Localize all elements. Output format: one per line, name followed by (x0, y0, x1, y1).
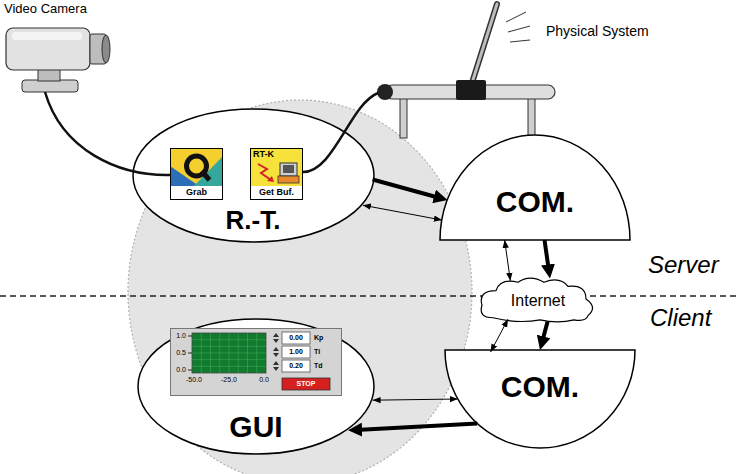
grab-icon: Grab (170, 148, 223, 200)
link-arrow (363, 205, 442, 220)
node-label: COM. (496, 185, 574, 218)
node-label: R.-T. (226, 206, 281, 235)
data-flow-arrow (373, 180, 440, 198)
node-label: GUI (229, 410, 282, 443)
link-arrow (505, 240, 511, 281)
video-camera (6, 28, 110, 92)
data-flow-arrow (545, 240, 549, 270)
server-label: Server (648, 252, 719, 278)
panel-value: 1.00 (289, 348, 303, 356)
application-region (128, 100, 472, 474)
getbuf-icon: RT-K Get Buf. (250, 148, 303, 200)
server-com-module: COM. (440, 135, 630, 240)
physical-system (377, 4, 555, 138)
panel-value: 0.0 (259, 376, 269, 384)
panel-value: Kp (314, 334, 323, 342)
node-label: Internet (511, 292, 565, 310)
panel-value: Td (314, 362, 323, 370)
gui-module: 1.0 0.00 Kp 0.5 1.00 Ti 0.0 0.20 Td -50.0 -25.0 0.0… (137, 318, 375, 455)
panel-value: 1.0 (176, 332, 186, 340)
camera-cable (45, 92, 170, 175)
panel-value: 0.5 (176, 349, 186, 357)
panel-value: Ti (314, 348, 320, 356)
link-arrow (491, 319, 508, 352)
camera-label: Video Camera (4, 2, 87, 16)
node-label: COM. (501, 370, 579, 403)
server-client-divider (0, 295, 739, 297)
data-flow-arrow (356, 424, 477, 430)
panel-value: -25.0 (221, 376, 237, 384)
panel-value: 0.0 (176, 366, 186, 374)
system-label: Physical System (546, 24, 649, 39)
internet-cloud: Internet (478, 276, 598, 324)
link-arrow (373, 399, 458, 400)
client-com-module: COM. (445, 350, 635, 448)
data-flow-arrow (542, 322, 548, 343)
panel-value: -50.0 (186, 376, 202, 384)
client-label: Client (650, 305, 711, 331)
node-label: Grab (186, 188, 207, 198)
node-label: RT-K (253, 150, 274, 160)
panel-value: 0.00 (289, 334, 303, 342)
control-panel: 1.0 0.00 Kp 0.5 1.00 Ti 0.0 0.20 Td -50.0 -25.0 0.0… (170, 328, 342, 396)
panel-value: STOP (297, 380, 316, 388)
node-label: Get Buf. (259, 188, 294, 198)
panel-value: 0.20 (289, 362, 303, 370)
sensor-cable (303, 93, 378, 172)
